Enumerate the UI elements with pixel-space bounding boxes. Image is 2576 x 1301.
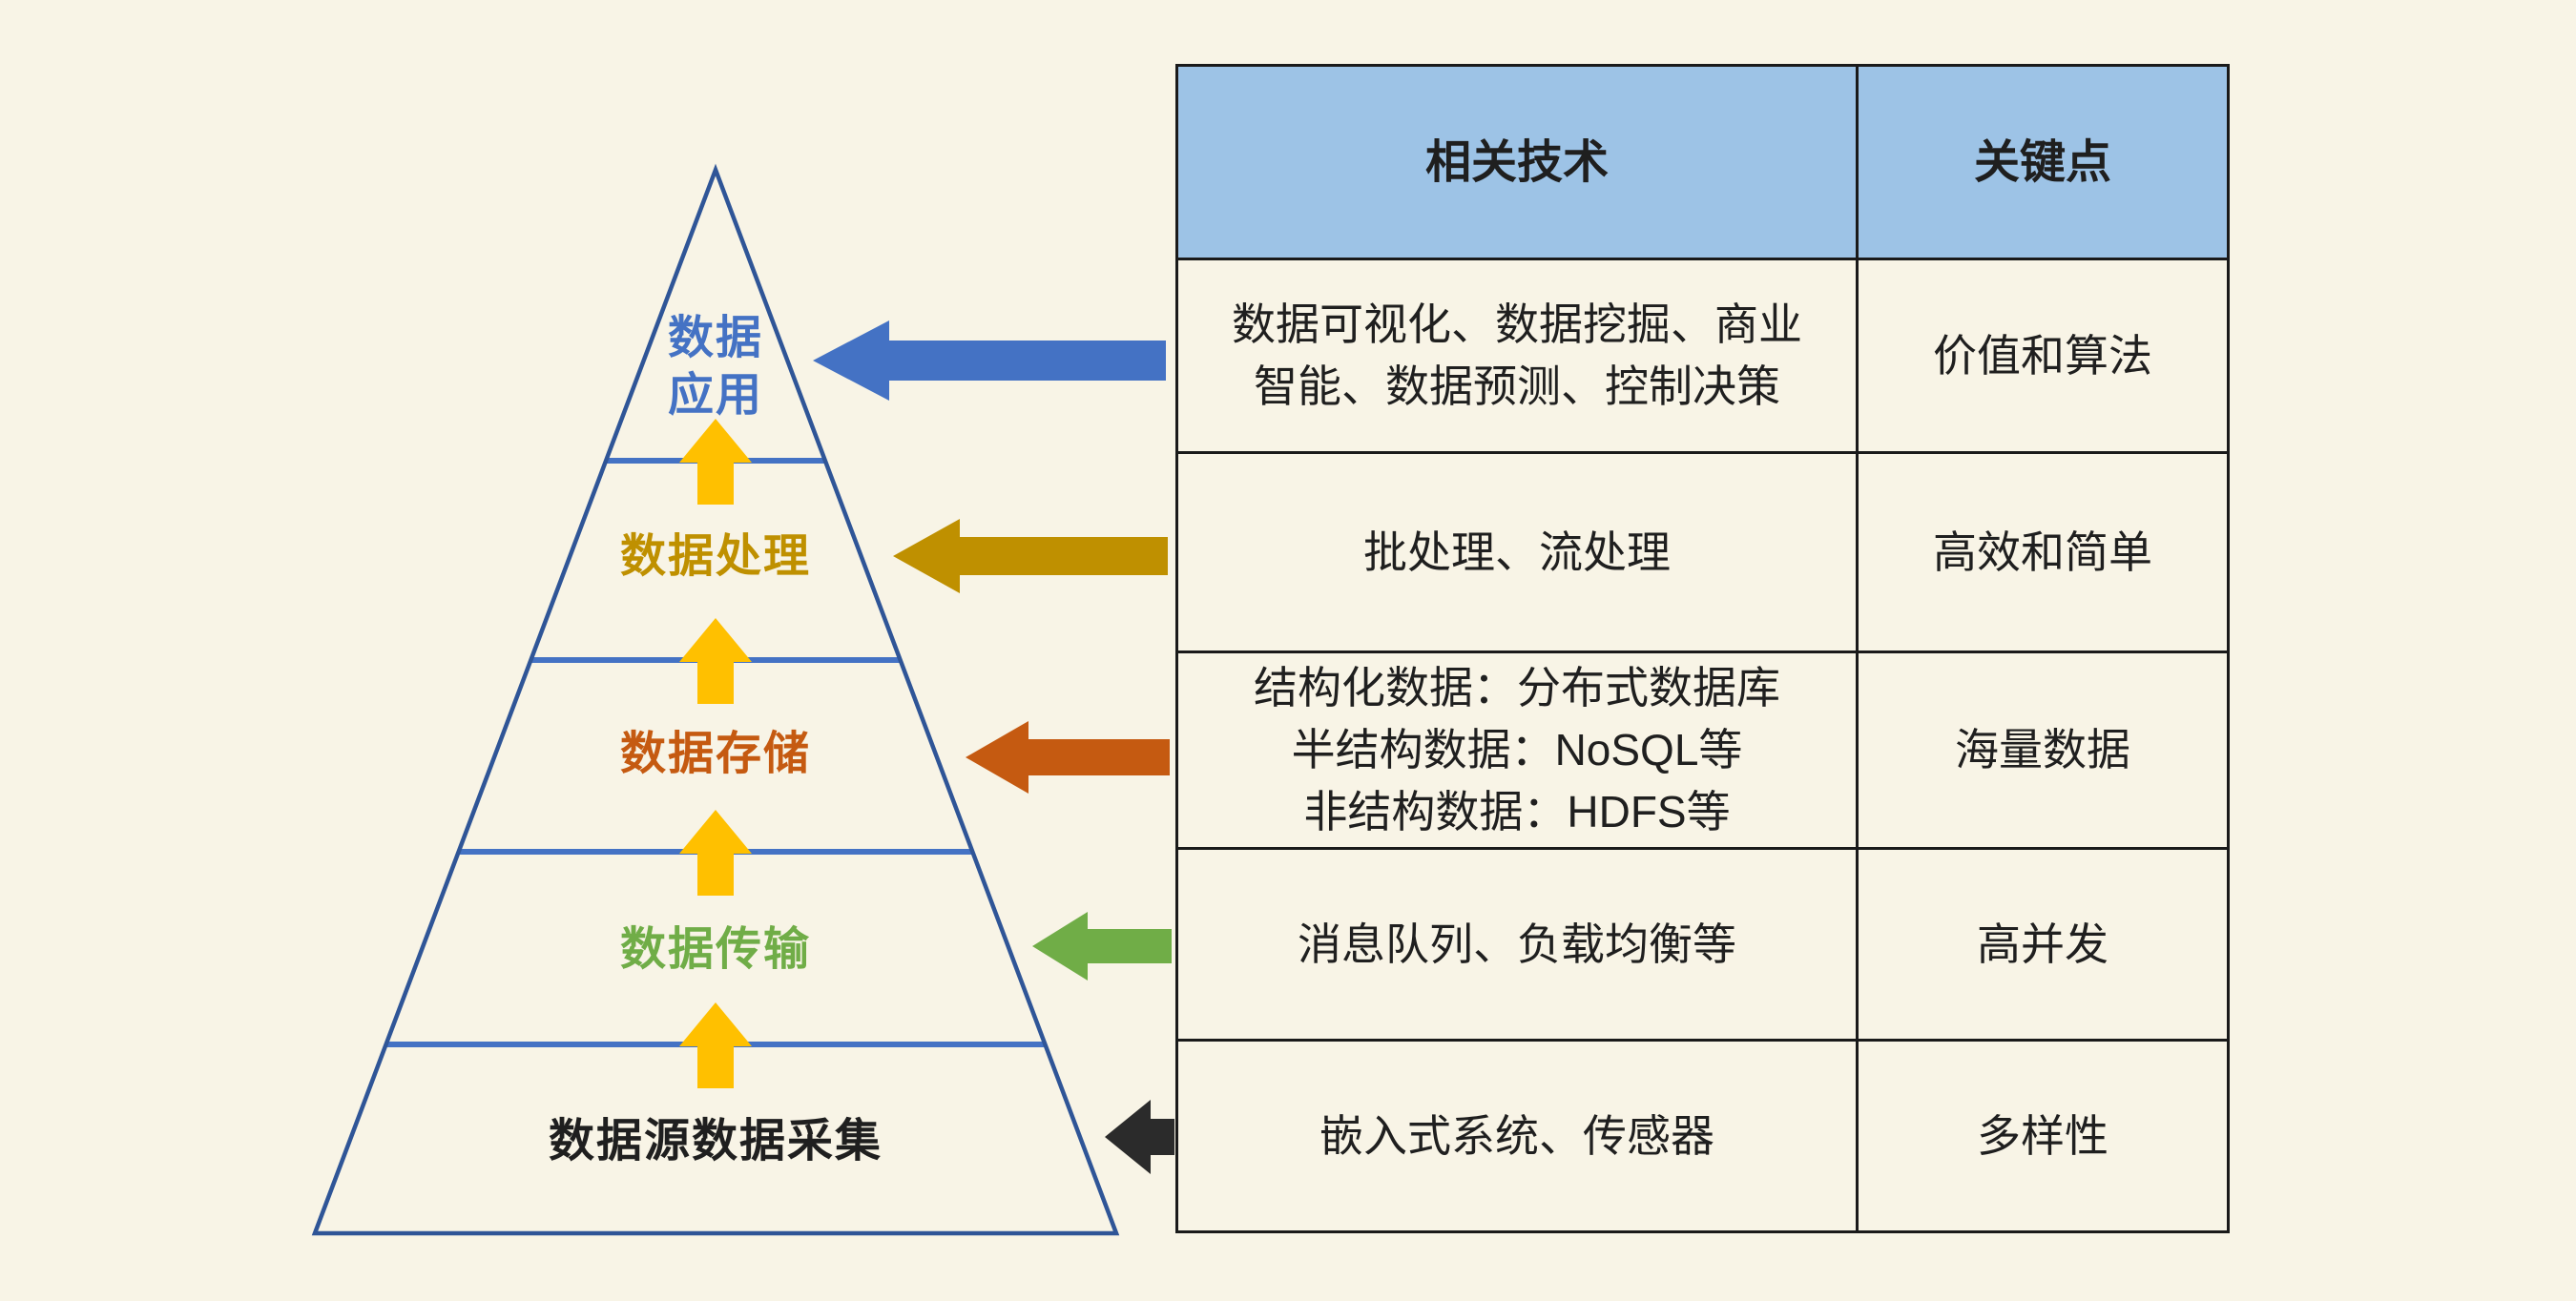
row-arrow-data-collection-icon (1105, 1100, 1174, 1174)
up-arrow-icon (679, 618, 752, 704)
up-arrow-icon (679, 1002, 752, 1088)
table-cell-key-1: 价值和算法 (1859, 260, 2227, 451)
table-header-key-point: 关键点 (1859, 67, 2227, 258)
pyramid-label-data-storage: 数据存储 (619, 729, 812, 779)
table-cell-tech-2: 批处理、流处理 (1178, 454, 1856, 650)
pyramid-label-data-collection: 数据源数据采集 (548, 1116, 883, 1167)
tech-keypoint-table: 相关技术 关键点 数据可视化、数据挖掘、商业 智能、数据预测、控制决策 价值和算… (1175, 64, 2230, 1233)
row-arrow-data-transmission-icon (1032, 912, 1172, 981)
table-cell-tech-5: 嵌入式系统、传感器 (1178, 1042, 1856, 1230)
pyramid-label-data-transmission: 数据传输 (619, 924, 812, 975)
pyramid-outline (311, 163, 1120, 1236)
table-cell-tech-3: 结构化数据：分布式数据库 半结构数据：NoSQL等 非结构数据：HDFS等 (1178, 653, 1856, 847)
row-arrow-data-processing-icon (893, 519, 1168, 593)
table-cell-key-3: 海量数据 (1859, 653, 2227, 847)
up-arrow-icon (679, 419, 752, 505)
table-cell-key-2: 高效和简单 (1859, 454, 2227, 650)
pyramid-label-data-processing: 数据处理 (619, 531, 812, 582)
table-header-related-tech: 相关技术 (1178, 67, 1856, 258)
up-arrow-icon (679, 810, 752, 896)
row-arrow-data-storage-icon (966, 721, 1170, 794)
table-cell-tech-4: 消息队列、负载均衡等 (1178, 850, 1856, 1039)
table-cell-tech-1: 数据可视化、数据挖掘、商业 智能、数据预测、控制决策 (1178, 260, 1856, 451)
row-arrow-data-application-icon (813, 320, 1166, 401)
table-cell-key-5: 多样性 (1859, 1042, 2227, 1230)
pyramid-label-data-application: 数据 应用 (667, 313, 764, 421)
table-cell-key-4: 高并发 (1859, 850, 2227, 1039)
